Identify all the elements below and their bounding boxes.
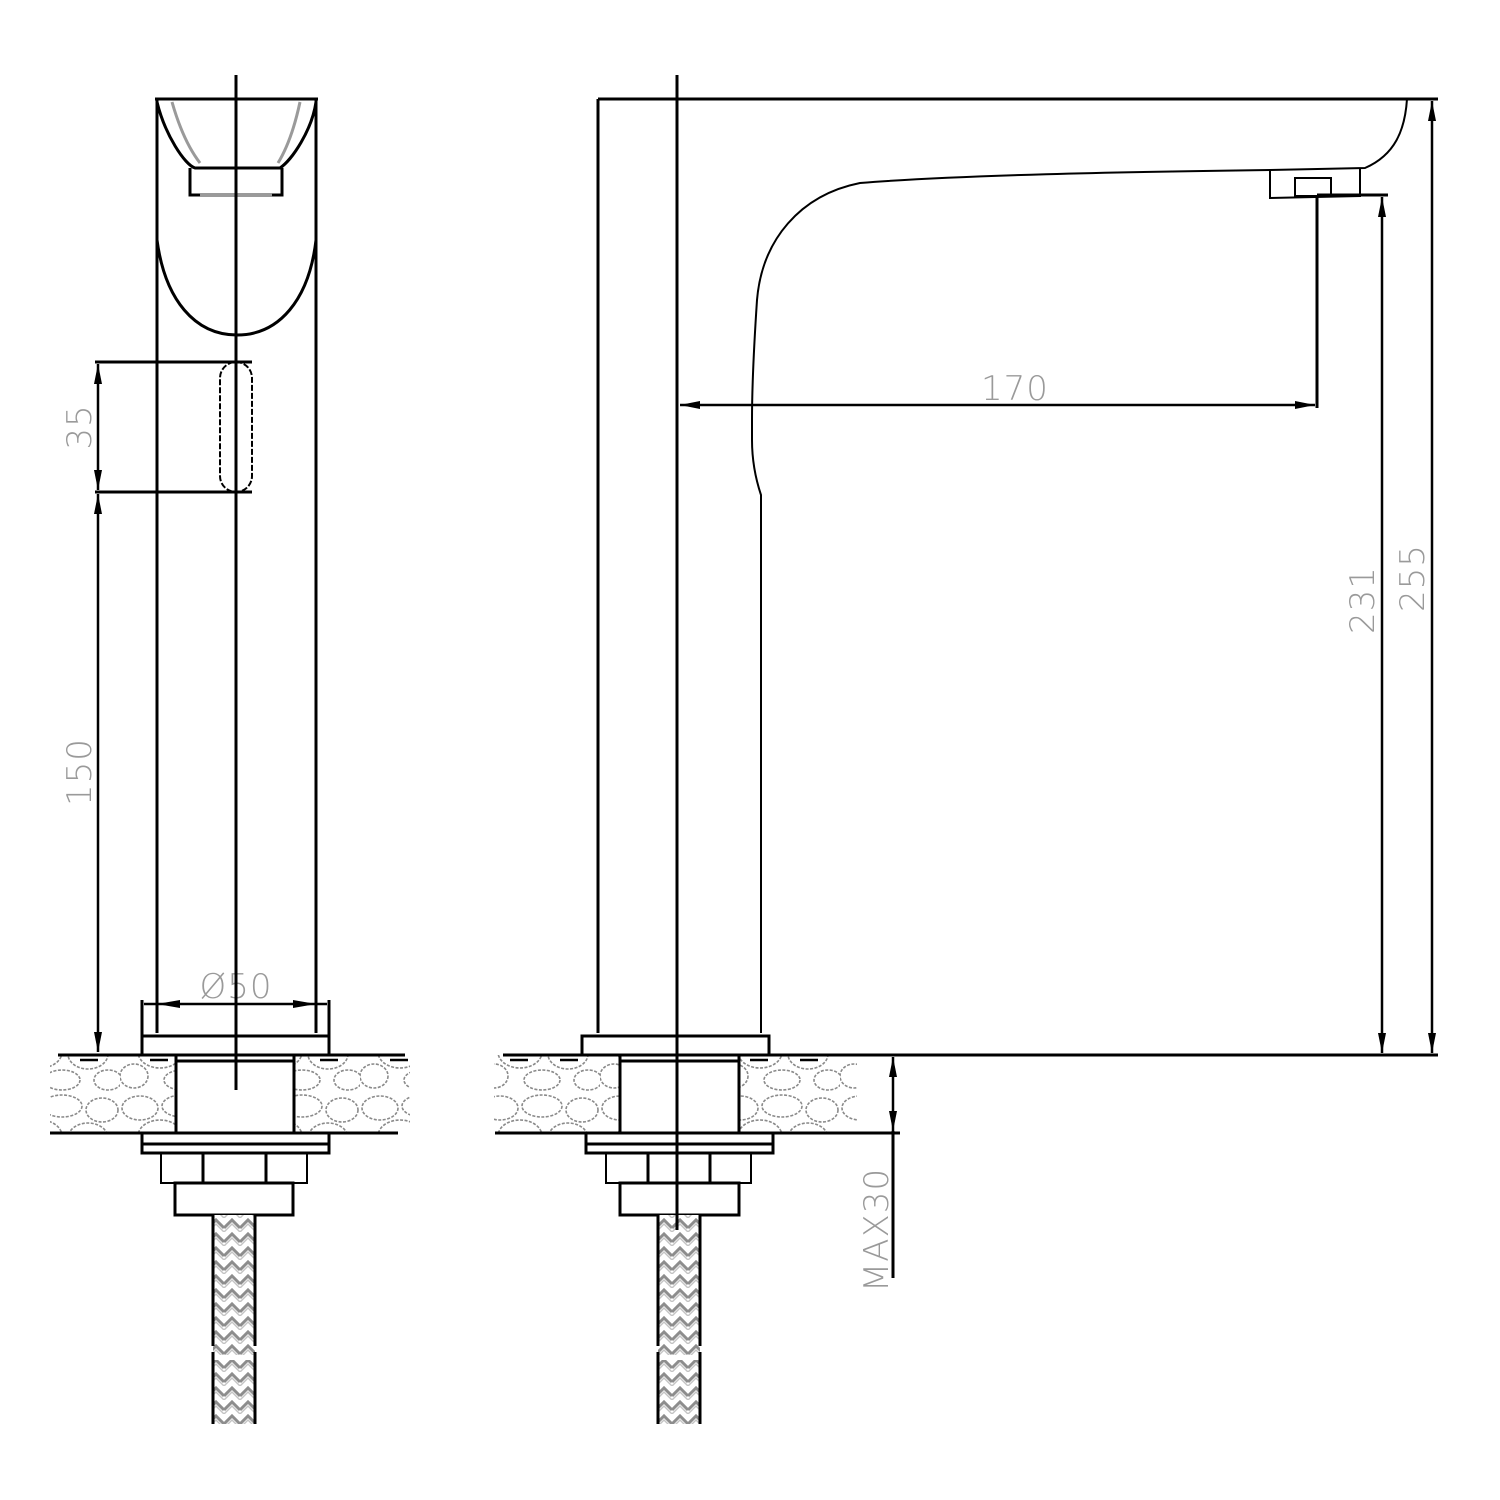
dim-255-label: 255 [1393,544,1433,612]
front-nut [160,1152,308,1184]
side-countertop-left [494,1055,620,1133]
front-view: 35 150 Ø50 [50,75,410,1424]
front-hose-lower [213,1360,255,1424]
front-countertop-right [294,1055,410,1133]
dim-150-label: 150 [60,738,100,806]
dia-arrow-right [293,1000,316,1008]
side-aerator-tip [1294,177,1332,197]
side-washer-2 [584,1142,775,1155]
dim-231-label: 231 [1343,566,1383,634]
side-shank [618,1053,741,1135]
dia-arrow-left [157,1000,180,1008]
side-countertop-right [739,1055,857,1133]
side-spout-tip-curve [1269,98,1408,171]
side-washer-1 [584,1131,775,1146]
side-hose-lower [658,1360,700,1424]
front-hose-upper [213,1215,255,1355]
front-spout-inner-curve [170,101,302,164]
front-lower-fitting [173,1181,295,1217]
front-countertop-left [50,1055,176,1133]
side-lower-fitting [618,1181,741,1217]
dim-170-label: 170 [981,369,1049,409]
side-view: 170 231 255 MAX30 [494,75,1438,1424]
front-washer-2 [140,1142,331,1155]
front-washer-1 [140,1131,331,1146]
dim-35-label: 35 [60,404,100,449]
side-hose-upper [658,1215,700,1355]
dim-max30-label: MAX30 [857,1168,897,1292]
side-spout-profile [751,169,1271,1033]
